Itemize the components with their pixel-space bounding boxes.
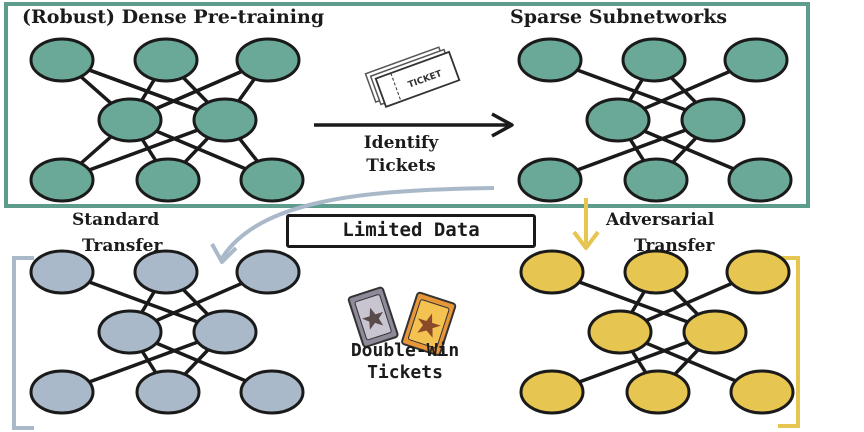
network-node [97, 97, 163, 143]
network-node [133, 37, 199, 83]
network-node [680, 97, 746, 143]
network-node [135, 369, 201, 415]
network-node [725, 249, 791, 295]
network-node [133, 249, 199, 295]
network-node [587, 309, 653, 355]
standard-transfer-network [29, 249, 305, 415]
silver-star-ticket-icon [347, 286, 399, 348]
network-node [517, 37, 583, 83]
network-node [729, 369, 795, 415]
dense-pretraining-label: (Robust) Dense Pre-training [22, 6, 325, 28]
down-arrow-icon [572, 198, 600, 250]
network-node [623, 157, 689, 203]
network-node [517, 157, 583, 203]
gold-star-ticket-icon [401, 291, 457, 356]
adversarial-transfer-label-line2: Transfer [634, 236, 715, 256]
network-node [192, 97, 258, 143]
double-win-label-line1: Double-Win [350, 340, 460, 361]
network-node [239, 157, 305, 203]
network-node [29, 249, 95, 295]
right-arrow-icon [314, 112, 514, 138]
network-node [519, 369, 585, 415]
network-group [29, 37, 795, 415]
adversarial-transfer-label-line1: Adversarial [606, 210, 715, 230]
network-node [29, 157, 95, 203]
ticket-stack-icon: TICKET [364, 46, 461, 108]
network-node [235, 37, 301, 83]
network-node [135, 157, 201, 203]
network-node [623, 249, 689, 295]
identify-label: Identify [363, 133, 439, 153]
tickets-label: Tickets [366, 156, 436, 176]
network-node [519, 249, 585, 295]
right-bracket [778, 256, 800, 428]
sparse-subnetworks-label: Sparse Subnetworks [510, 6, 728, 28]
left-bracket [12, 256, 34, 430]
network-node [682, 309, 748, 355]
sparse-network [517, 37, 793, 203]
adversarial-transfer-network [519, 249, 795, 415]
network-node [192, 309, 258, 355]
network-node [29, 369, 95, 415]
standard-transfer-label-line1: Standard [72, 210, 160, 230]
network-node [29, 37, 95, 83]
network-node [97, 309, 163, 355]
curved-down-arrow-icon [210, 186, 495, 264]
limited-data-label: Limited Data [342, 219, 480, 241]
standard-transfer-label-line2: Transfer [82, 236, 163, 256]
network-node [625, 369, 691, 415]
network-node [723, 37, 789, 83]
network-node [621, 37, 687, 83]
double-win-label-line2: Tickets [367, 362, 443, 383]
network-node [235, 249, 301, 295]
network-node [239, 369, 305, 415]
limited-data-box [286, 214, 536, 248]
network-node [585, 97, 651, 143]
network-node [727, 157, 793, 203]
pretraining-frame [4, 2, 810, 208]
dense-network [29, 37, 305, 203]
